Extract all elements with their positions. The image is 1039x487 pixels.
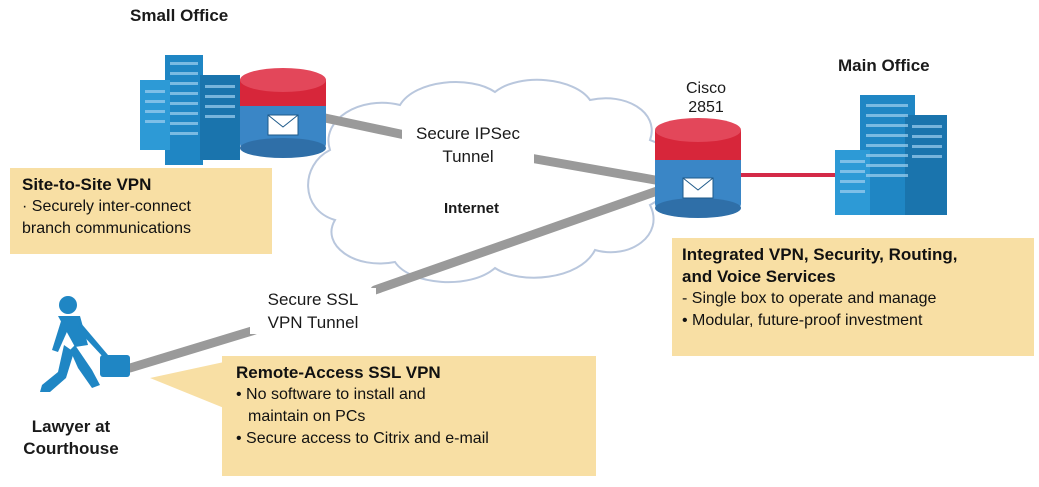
small-office-building-icon bbox=[140, 55, 240, 165]
site-to-site-callout: Site-to-Site VPN · Securely inter-connec… bbox=[10, 168, 272, 254]
remote-access-bullet2: • Secure access to Citrix and e-mail bbox=[236, 430, 489, 447]
ipsec-link-b bbox=[525, 153, 660, 185]
remote-access-bullet1a: • No software to install and bbox=[236, 386, 426, 403]
main-office-label: Main Office bbox=[838, 56, 930, 75]
integrated-services-callout: Integrated VPN, Security, Routing, and V… bbox=[672, 238, 1034, 356]
ipsec-tunnel-label: Secure IPSec Tunnel bbox=[402, 122, 534, 168]
router-model-line2: 2851 bbox=[688, 99, 724, 116]
site-to-site-line1: · Securely inter-connect bbox=[22, 198, 191, 215]
small-office-router-icon bbox=[240, 68, 326, 158]
remote-access-title: Remote-Access SSL VPN bbox=[236, 363, 441, 382]
ipsec-link-a bbox=[320, 113, 410, 140]
lawyer-line2: Courthouse bbox=[23, 439, 119, 458]
router-model-line1: Cisco bbox=[685, 80, 726, 97]
ssl-tunnel-label: Secure SSL VPN Tunnel bbox=[250, 288, 376, 334]
ssl-link-a bbox=[370, 185, 665, 295]
main-office-building-icon bbox=[835, 95, 947, 215]
ssl-line1: Secure SSL bbox=[267, 290, 359, 309]
router-model-label: Cisco 2851 bbox=[680, 79, 732, 117]
lawyer-line1: Lawyer at bbox=[31, 417, 111, 436]
integrated-title1: Integrated VPN, Security, Routing, bbox=[682, 245, 958, 264]
lawyer-label: Lawyer at Courthouse bbox=[10, 416, 132, 460]
cisco-2851-router-icon bbox=[655, 118, 741, 218]
integrated-bullet1: - Single box to operate and manage bbox=[682, 290, 937, 307]
ipsec-line1: Secure IPSec bbox=[416, 124, 520, 143]
ssl-link-b bbox=[125, 325, 260, 373]
integrated-bullet2: • Modular, future-proof investment bbox=[682, 312, 923, 329]
small-office-label: Small Office bbox=[130, 6, 229, 25]
integrated-title2: and Voice Services bbox=[682, 267, 836, 286]
ipsec-line2: Tunnel bbox=[442, 147, 494, 166]
site-to-site-title: Site-to-Site VPN bbox=[22, 175, 152, 194]
remote-access-bullet1b: maintain on PCs bbox=[248, 408, 366, 425]
internet-label: Internet bbox=[444, 200, 500, 217]
site-to-site-line2: branch communications bbox=[22, 220, 191, 237]
ssl-line2: VPN Tunnel bbox=[267, 313, 359, 332]
remote-access-callout: Remote-Access SSL VPN • No software to i… bbox=[222, 356, 596, 476]
lawyer-person-icon bbox=[40, 296, 130, 392]
